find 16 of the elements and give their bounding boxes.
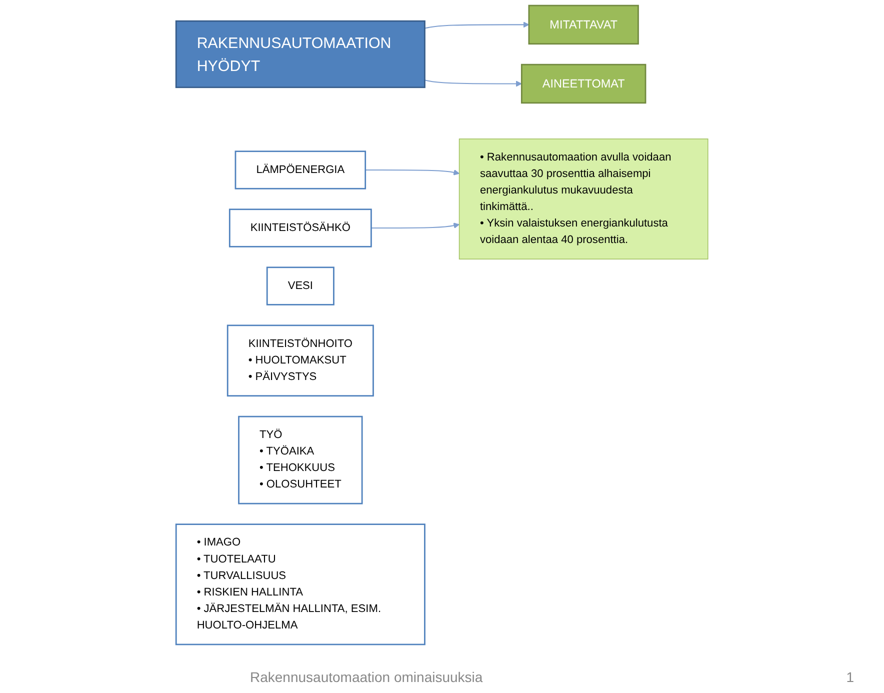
node-box: • Rakennusautomaation avulla voidaan saavuttaa 30 prosenttia alhaisempi energiankulutus mukavuudesta tinkimättä.. • Yksin valaistuksen energiankulutusta voidaan alentaa 40 prosenttia. — [458, 138, 708, 260]
node-box: MITATTAVAT — [528, 4, 639, 45]
node-box: KIINTEISTÖSÄHKÖ — [228, 208, 372, 248]
node-box: • IMAGO • TUOTELAATU • TURVALLISUUS • RISKIEN HALLINTA • JÄRJESTELMÄN HALLINTA, ESIM. HUOLTO-OHJELMA — [175, 524, 426, 646]
arrow — [424, 22, 530, 29]
node-box: LÄMPÖENERGIA — [234, 150, 366, 190]
node-box: RAKENNUSAUTOMAATION HYÖDYT — [175, 20, 426, 88]
arrow — [424, 80, 522, 87]
node-box: TYÖ • TYÖAIKA • TEHOKKUUS • OLOSUHTEET — [238, 416, 363, 504]
node-box: KIINTEISTÖNHOITO • HUOLTOMAKSUT • PÄIVYSTYS — [226, 324, 374, 397]
arrow — [371, 222, 460, 229]
footer-text: Rakennusautomaation ominaisuuksia — [250, 669, 483, 685]
node-box: AINEETTOMAT — [520, 64, 646, 104]
arrow — [365, 169, 460, 176]
page-number: 1 — [846, 669, 854, 685]
node-box: VESI — [266, 266, 334, 306]
